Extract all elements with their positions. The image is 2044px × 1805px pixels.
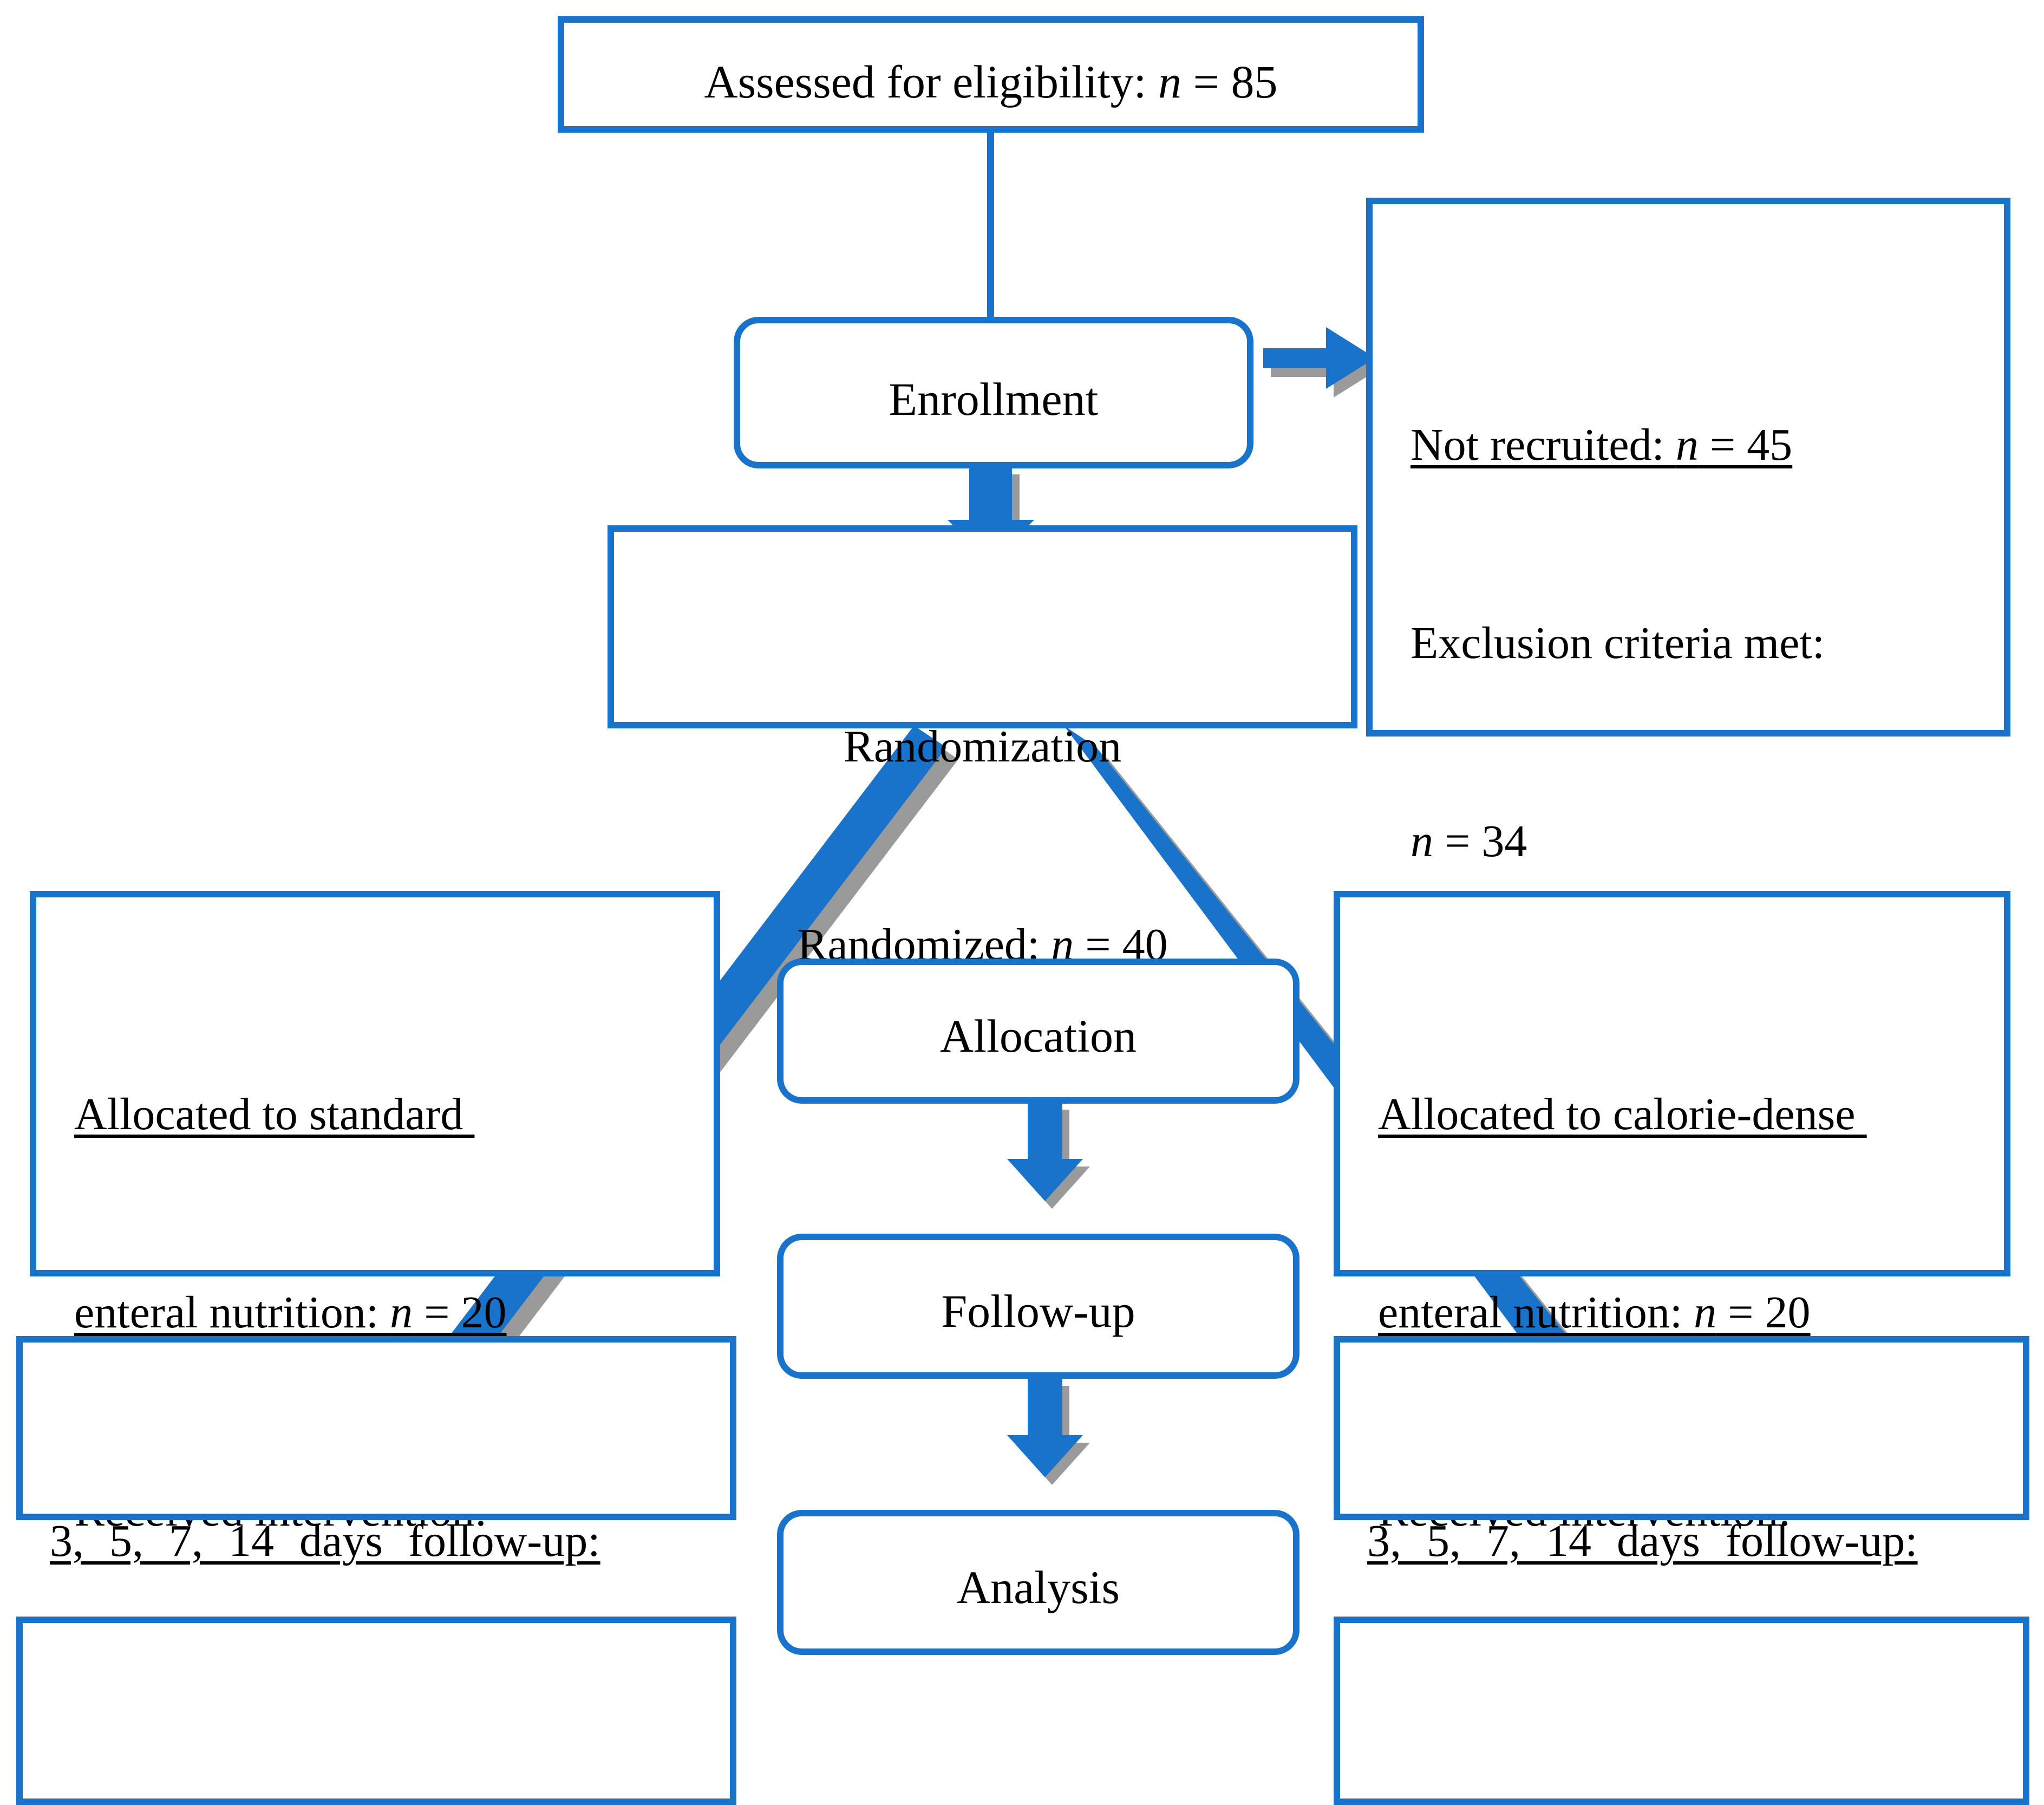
node-enrollment[interactable]: Enrollment [734,317,1253,468]
not-recruited-line-1: Not recruited: n = 45 [1410,420,1793,470]
node-randomization[interactable]: Randomization Randomized: n = 40 [608,525,1357,970]
arrow-followup-to-analysis [1007,1378,1090,1485]
node-right-followup[interactable]: 3, 5, 7, 14 days follow-up: n = 20 [1334,1336,2029,1764]
node-left-followup[interactable]: 3, 5, 7, 14 days follow-up: n = 20 [16,1336,736,1764]
not-recruited-line-3: n = 34 [1410,816,1527,866]
node-right-allocation[interactable]: Allocated to calorie-dense enteral nutri… [1334,891,2010,1734]
left-analysis-text: Analysed: n = 20 [50,1687,362,1805]
node-allocation-stage[interactable]: Allocation [777,959,1299,1104]
node-left-allocation[interactable]: Allocated to standard enteral nutrition:… [30,891,720,1734]
right-allocation-line-1: Allocated to calorie-dense [1378,1089,1867,1139]
analysis-stage-label: Analysis [957,1561,1120,1613]
node-followup-stage[interactable]: Follow-up [777,1234,1299,1379]
node-right-analysis[interactable]: Analysed: n = 20 [1334,1617,2029,1805]
eligibility-text: Assessed for eligibility: n = 85 [704,56,1278,108]
followup-stage-label: Follow-up [941,1285,1135,1337]
right-allocation-line-2: enteral nutrition: n = 20 [1378,1287,1811,1338]
eligibility-n-symbol: n [1158,56,1181,108]
node-left-analysis[interactable]: Analysed: n = 20 [16,1617,736,1805]
node-assessed-for-eligibility[interactable]: Assessed for eligibility: n = 85 [558,16,1424,133]
allocation-stage-label: Allocation [939,1010,1137,1062]
node-not-recruited[interactable]: Not recruited: n = 45 Exclusion criteria… [1366,198,2010,1263]
left-followup-line-1: 3, 5, 7, 14 days follow-up: [50,1516,600,1566]
right-analysis-text: Analysed: n = 20 [1367,1687,1680,1805]
not-recruited-line-2: Exclusion criteria met: [1410,618,1825,668]
left-allocation-line-1: Allocated to standard [74,1089,475,1139]
left-allocation-line-2: enteral nutrition: n = 20 [74,1287,507,1338]
node-analysis-stage[interactable]: Analysis [777,1510,1299,1655]
enrollment-label: Enrollment [889,373,1099,425]
arrow-enrollment-to-not-recruited [1263,327,1383,398]
randomization-line-1: Randomization [843,721,1122,772]
arrow-allocation-to-followup [1007,1102,1090,1209]
right-followup-line-1: 3, 5, 7, 14 days follow-up: [1367,1516,1918,1566]
connector-eligibility-to-enrollment [987,130,994,320]
